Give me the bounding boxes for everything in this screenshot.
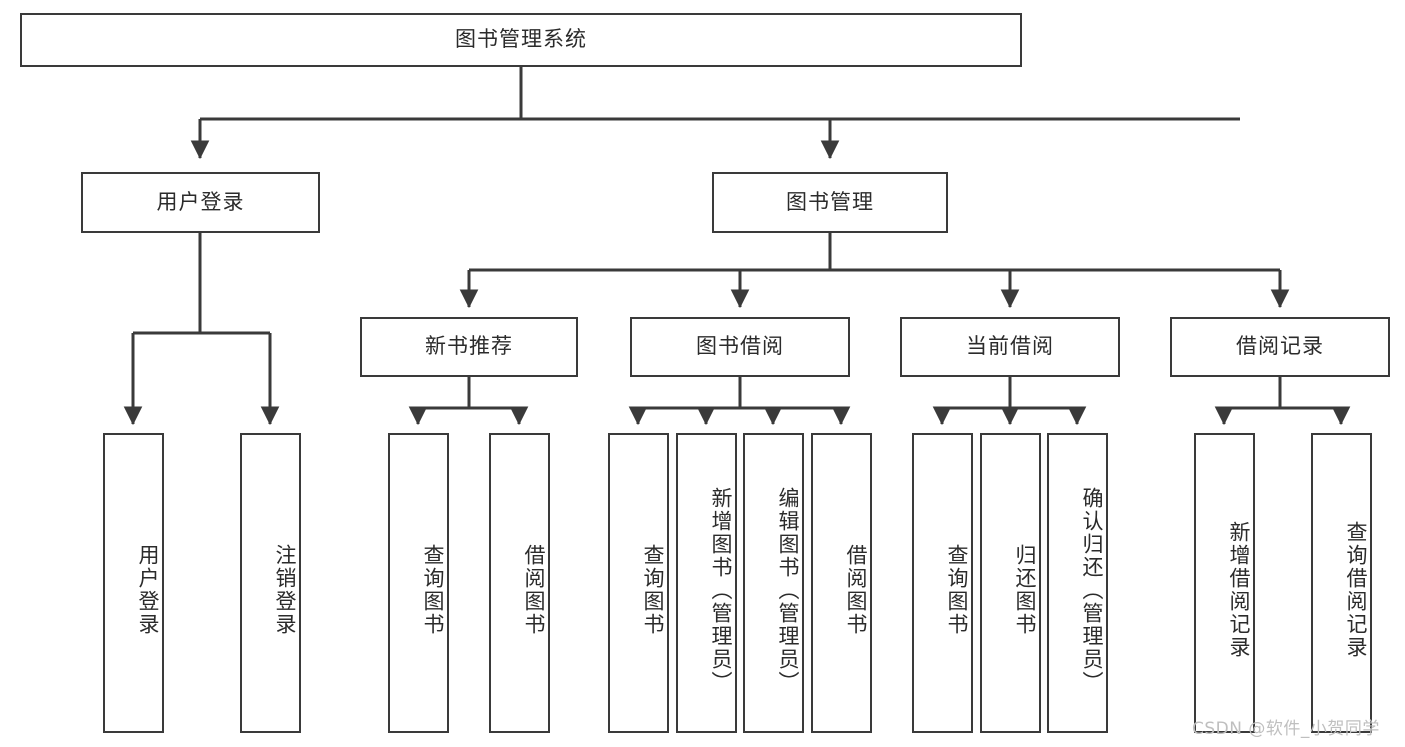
node-label: 当前借阅 <box>966 334 1054 359</box>
node-label: 查询图书 <box>945 544 969 636</box>
node-label: 确认归还（管理员） <box>1080 486 1104 694</box>
node-label: 借阅图书 <box>844 544 868 636</box>
node-label: 图书管理系统 <box>455 27 587 52</box>
node-label: 用户登录 <box>156 189 245 214</box>
node-label: 归还图书 <box>1013 544 1037 636</box>
node-user-login[interactable]: 用户登录 <box>81 172 320 233</box>
node-book-management[interactable]: 图书管理 <box>712 172 948 233</box>
leaf-user-login[interactable]: 用户登录 <box>103 433 164 733</box>
leaf-query-books-recommend[interactable]: 查询图书 <box>388 433 449 733</box>
leaf-add-book-admin[interactable]: 新增图书（管理员） <box>676 433 737 733</box>
leaf-logout[interactable]: 注销登录 <box>240 433 301 733</box>
leaf-query-borrow-record[interactable]: 查询借阅记录 <box>1311 433 1372 733</box>
watermark-csdn: CSDN @软件_小贺同学 <box>1192 719 1380 739</box>
node-label: 编辑图书（管理员） <box>776 486 800 694</box>
node-label: 图书借阅 <box>696 334 784 359</box>
node-book-borrow[interactable]: 图书借阅 <box>630 317 850 377</box>
node-borrow-records[interactable]: 借阅记录 <box>1170 317 1390 377</box>
leaf-query-books-borrow[interactable]: 查询图书 <box>608 433 669 733</box>
leaf-borrow-books[interactable]: 借阅图书 <box>811 433 872 733</box>
leaf-add-borrow-record[interactable]: 新增借阅记录 <box>1194 433 1255 733</box>
node-label: 借阅记录 <box>1236 334 1324 359</box>
leaf-borrow-books-recommend[interactable]: 借阅图书 <box>489 433 550 733</box>
leaf-edit-book-admin[interactable]: 编辑图书（管理员） <box>743 433 804 733</box>
leaf-confirm-return-admin[interactable]: 确认归还（管理员） <box>1047 433 1108 733</box>
node-label: 新书推荐 <box>425 334 513 359</box>
node-label: 图书管理 <box>786 189 874 214</box>
node-label: 查询图书 <box>641 544 665 636</box>
leaf-return-books[interactable]: 归还图书 <box>980 433 1041 733</box>
node-label: 用户登录 <box>136 544 160 636</box>
node-label: 查询借阅记录 <box>1344 521 1368 659</box>
node-label: 注销登录 <box>273 544 297 636</box>
node-label: 新增借阅记录 <box>1227 521 1251 659</box>
node-label: 查询图书 <box>421 544 445 636</box>
node-new-book-recommend[interactable]: 新书推荐 <box>360 317 578 377</box>
node-current-borrow[interactable]: 当前借阅 <box>900 317 1120 377</box>
leaf-query-books-current[interactable]: 查询图书 <box>912 433 973 733</box>
node-label: 借阅图书 <box>522 544 546 636</box>
node-root-system[interactable]: 图书管理系统 <box>20 13 1022 67</box>
node-label: 新增图书（管理员） <box>709 486 733 694</box>
